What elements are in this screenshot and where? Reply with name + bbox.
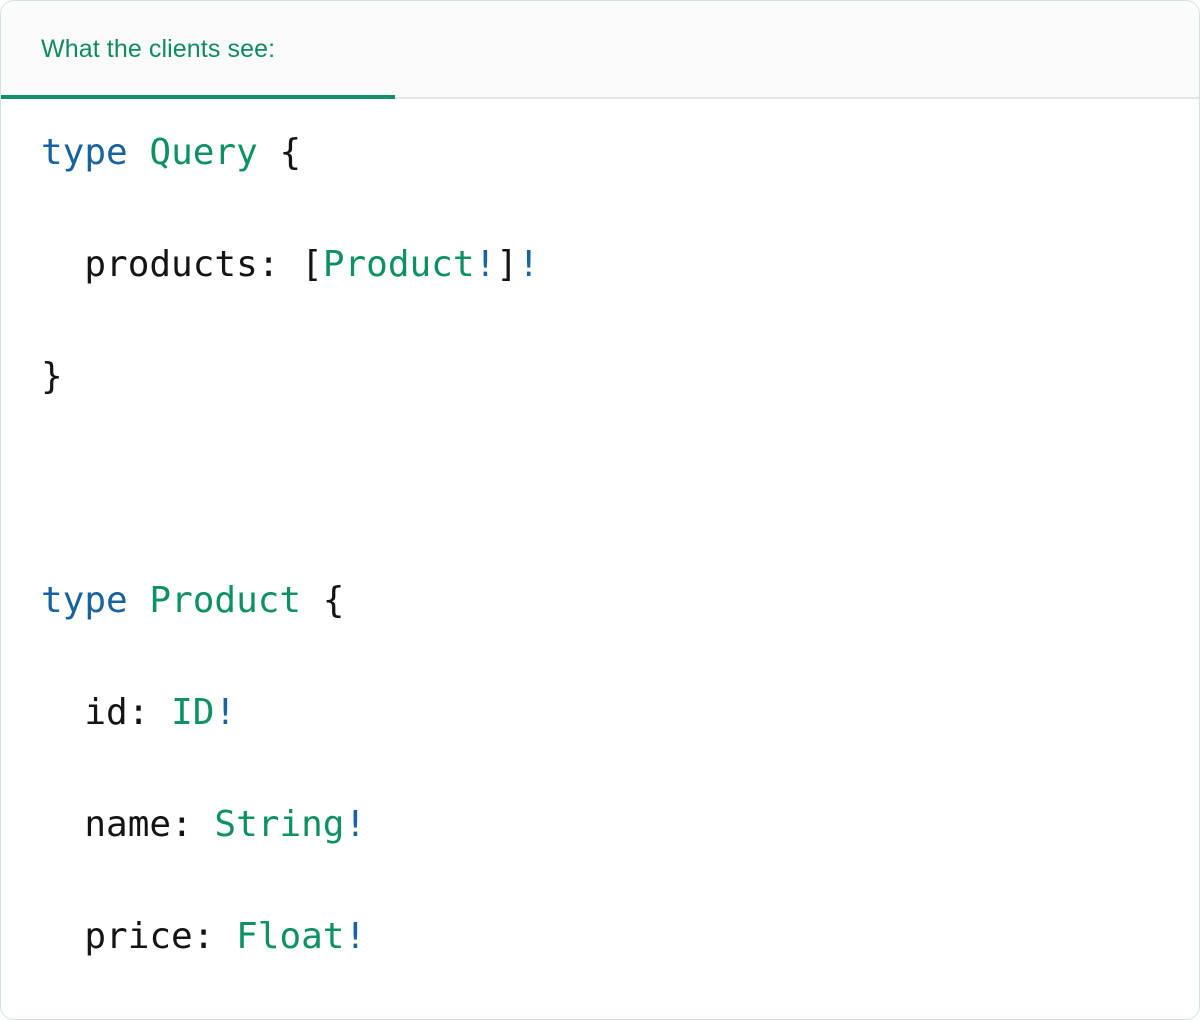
code-token-plain	[301, 580, 323, 621]
code-line: type Query {	[41, 125, 1159, 181]
code-token-typename: ID	[171, 692, 215, 733]
code-token-punct: [	[301, 244, 323, 285]
code-indent	[41, 244, 84, 285]
code-token-plain	[279, 244, 301, 285]
code-line: price: Float!	[41, 909, 1159, 965]
code-indent	[41, 692, 84, 733]
code-token-bang: !	[517, 244, 540, 285]
code-token-plain	[193, 804, 215, 845]
code-token-punct: }	[41, 356, 63, 397]
code-token-keyword: type	[41, 580, 128, 621]
code-token-field: name:	[84, 804, 193, 845]
graphql-schema-code: type Query { products: [Product!]! } typ…	[41, 125, 1159, 1019]
code-token-plain	[214, 916, 236, 957]
code-token-typename: Product	[322, 244, 475, 285]
tab-strip: What the clients see:	[1, 1, 1199, 99]
code-token-field: products:	[84, 244, 280, 285]
code-line: id: ID!	[41, 685, 1159, 741]
code-token-plain	[128, 580, 150, 621]
code-token-punct: {	[322, 580, 345, 621]
code-token-punct: {	[279, 132, 302, 173]
code-token-typename: Product	[149, 580, 302, 621]
code-token-bang: !	[344, 916, 367, 957]
code-token-keyword: type	[41, 132, 128, 173]
code-line: name: String!	[41, 797, 1159, 853]
code-panel: type Query { products: [Product!]! } typ…	[1, 99, 1199, 1019]
active-tab-underline	[1, 95, 395, 99]
code-indent	[41, 916, 84, 957]
code-token-plain	[258, 132, 280, 173]
code-token-bang: !	[344, 804, 367, 845]
code-token-typename: Query	[149, 132, 258, 173]
code-indent	[41, 804, 84, 845]
code-line	[41, 461, 1159, 517]
code-token-bang: !	[214, 692, 237, 733]
code-line: products: [Product!]!	[41, 237, 1159, 293]
code-token-typename: String	[214, 804, 345, 845]
code-token-typename: Float	[236, 916, 345, 957]
code-token-field: price:	[84, 916, 215, 957]
code-token-field: id:	[84, 692, 150, 733]
code-line: }	[41, 349, 1159, 405]
code-token-bang: !	[474, 244, 497, 285]
code-token-plain	[128, 132, 150, 173]
tab-what-the-clients-see[interactable]: What the clients see:	[1, 1, 315, 98]
tab-label: What the clients see:	[41, 34, 276, 63]
code-token-punct: ]	[496, 244, 518, 285]
code-token-plain	[149, 692, 171, 733]
code-line: type Product {	[41, 573, 1159, 629]
